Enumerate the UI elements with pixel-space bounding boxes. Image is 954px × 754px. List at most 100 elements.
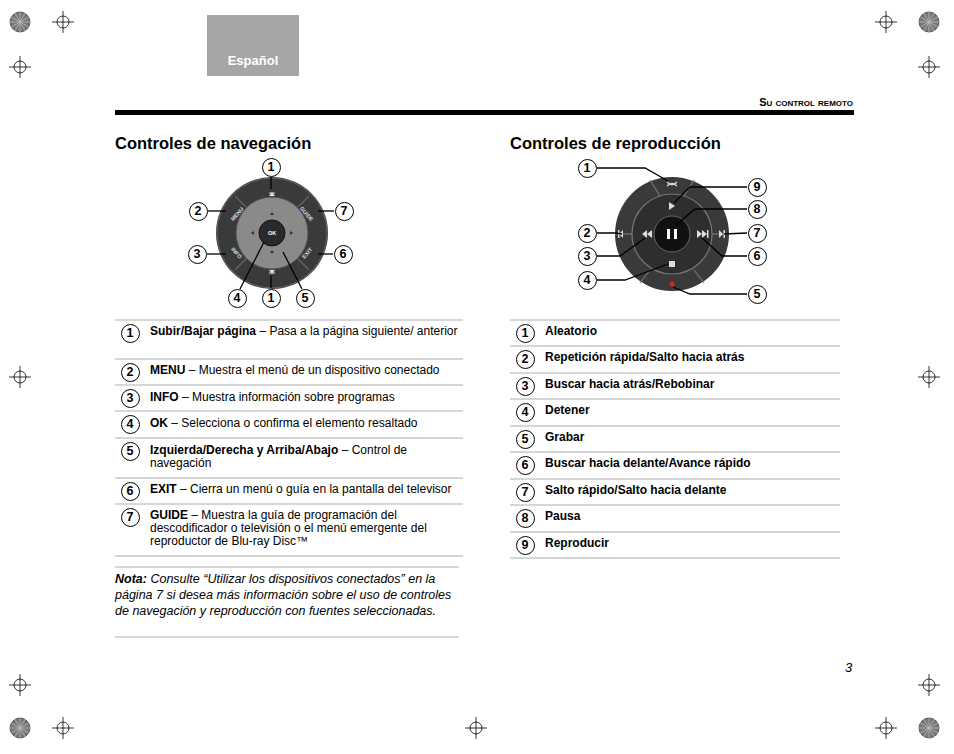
callout-number: 5 (127, 444, 134, 458)
callout-circle: 3 (578, 247, 597, 266)
description: – Muestra información sobre programas (182, 390, 395, 404)
description: – Pasa a la página siguiente/ anterior (259, 324, 457, 338)
callout-circle: 2 (121, 363, 140, 382)
table-row: Subir/Bajar página – Pasa a la página si… (150, 325, 462, 338)
callout-circle: 7 (516, 483, 535, 502)
callout-number: 2 (195, 204, 202, 218)
callout-number: 5 (754, 287, 761, 301)
language-tab-text: Español (228, 53, 279, 68)
description: – Cierra un menú o guía en la pantalla d… (180, 482, 452, 496)
callout-circle: 2 (516, 350, 535, 369)
button-label: OK (268, 230, 276, 236)
callout-circle: 4 (121, 415, 140, 434)
description: – Selecciona o confirma el elemento resa… (171, 416, 417, 430)
table-row: GUIDE – Muestra la guía de programación … (150, 509, 462, 548)
callout-circle: 6 (748, 247, 767, 266)
callout-circle: 3 (121, 389, 140, 408)
callout-number: 6 (340, 247, 347, 261)
callout-number: 6 (754, 249, 761, 263)
table-row: EXIT – Cierra un menú o guía en la panta… (150, 483, 462, 496)
callout-number: 7 (341, 204, 348, 218)
callout-circle: 3 (516, 377, 535, 396)
language-tab: Español (207, 15, 299, 76)
table-row: Buscar hacia delante/Avance rápido (545, 457, 837, 470)
table-row: Aleatorio (545, 325, 837, 338)
callout-circle: 5 (296, 289, 315, 308)
callout-number: 3 (522, 379, 529, 393)
term: Grabar (545, 430, 584, 444)
leader-lines (207, 177, 334, 289)
term: Pausa (545, 509, 580, 523)
description: – Muestra la guía de programación del de… (150, 508, 427, 548)
callout-number: 1 (522, 326, 529, 340)
callout-number: 4 (234, 291, 241, 305)
table-row: OK – Selecciona o confirma el elemento r… (150, 417, 462, 430)
callout-circle: 6 (121, 482, 140, 501)
callout-number: 5 (522, 432, 529, 446)
callout-number: 6 (522, 458, 529, 472)
callout-circle: 1 (516, 324, 535, 343)
callout-circle: 3 (188, 245, 207, 264)
table-row: Salto rápido/Salto hacia delante (545, 484, 837, 497)
callout-circle: 9 (748, 178, 767, 197)
table-row: INFO – Muestra información sobre program… (150, 391, 462, 404)
term: Izquierda/Derecha y Arriba/Abajo (150, 443, 338, 457)
callout-circle: 7 (335, 202, 354, 221)
running-header: Su control remoto (759, 96, 853, 108)
callout-number: 2 (584, 226, 591, 240)
section-heading: Controles de reproducción (510, 134, 721, 153)
callout-number: 1 (584, 161, 591, 175)
callout-circle: 2 (578, 224, 597, 243)
leader-lines (597, 168, 747, 294)
callout-number: 8 (754, 202, 761, 216)
navigation-pad (216, 177, 328, 289)
callout-number: 4 (522, 405, 529, 419)
header-rule (115, 110, 854, 115)
callout-circle: 7 (748, 224, 767, 243)
callout-circle: 9 (516, 536, 535, 555)
callout-number: 3 (127, 391, 134, 405)
term: GUIDE (150, 508, 188, 522)
term: Reproducir (545, 536, 609, 550)
term: Buscar hacia delante/Avance rápido (545, 456, 751, 470)
term: INFO (150, 390, 179, 404)
callout-number: 8 (522, 511, 529, 525)
description: – Muestra el menú de un dispositivo cone… (189, 363, 440, 377)
callout-circle: 4 (516, 403, 535, 422)
callout-circle: 4 (578, 271, 597, 290)
table-row: Pausa (545, 510, 837, 523)
callout-circle: 7 (121, 508, 140, 527)
term: OK (150, 416, 168, 430)
callout-circle: 5 (748, 285, 767, 304)
callout-number: 7 (754, 226, 761, 240)
callout-circle: 1 (578, 159, 597, 178)
callout-number: 6 (127, 484, 134, 498)
note: Nota: Consulte “Utilizar los dispositivo… (115, 571, 457, 619)
term: EXIT (150, 482, 177, 496)
term: MENU (150, 363, 185, 377)
term: Buscar hacia atrás/Rebobinar (545, 377, 714, 391)
callout-number: 1 (268, 291, 275, 305)
callout-circle: 1 (121, 324, 140, 343)
callout-number: 4 (127, 417, 134, 431)
term: Detener (545, 403, 590, 417)
callout-circle: 1 (262, 158, 281, 177)
callout-circle: 2 (189, 202, 208, 221)
table-row: Detener (545, 404, 837, 417)
callout-number: 1 (127, 326, 134, 340)
table-row: Izquierda/Derecha y Arriba/Abajo – Contr… (150, 444, 462, 470)
table-row: Grabar (545, 431, 837, 444)
callout-circle: 6 (516, 456, 535, 475)
callout-number: 5 (302, 291, 309, 305)
callout-circle: 8 (516, 509, 535, 528)
callout-circle: 5 (516, 430, 535, 449)
section-heading: Controles de navegación (115, 134, 311, 153)
callout-number: 2 (127, 365, 134, 379)
callout-circle: 1 (262, 289, 281, 308)
callout-number: 3 (584, 249, 591, 263)
term: Subir/Bajar página (150, 324, 256, 338)
callout-circle: 5 (121, 442, 140, 461)
callout-circle: 8 (748, 200, 767, 219)
callout-number: 9 (522, 538, 529, 552)
crop-marks (9, 11, 940, 739)
